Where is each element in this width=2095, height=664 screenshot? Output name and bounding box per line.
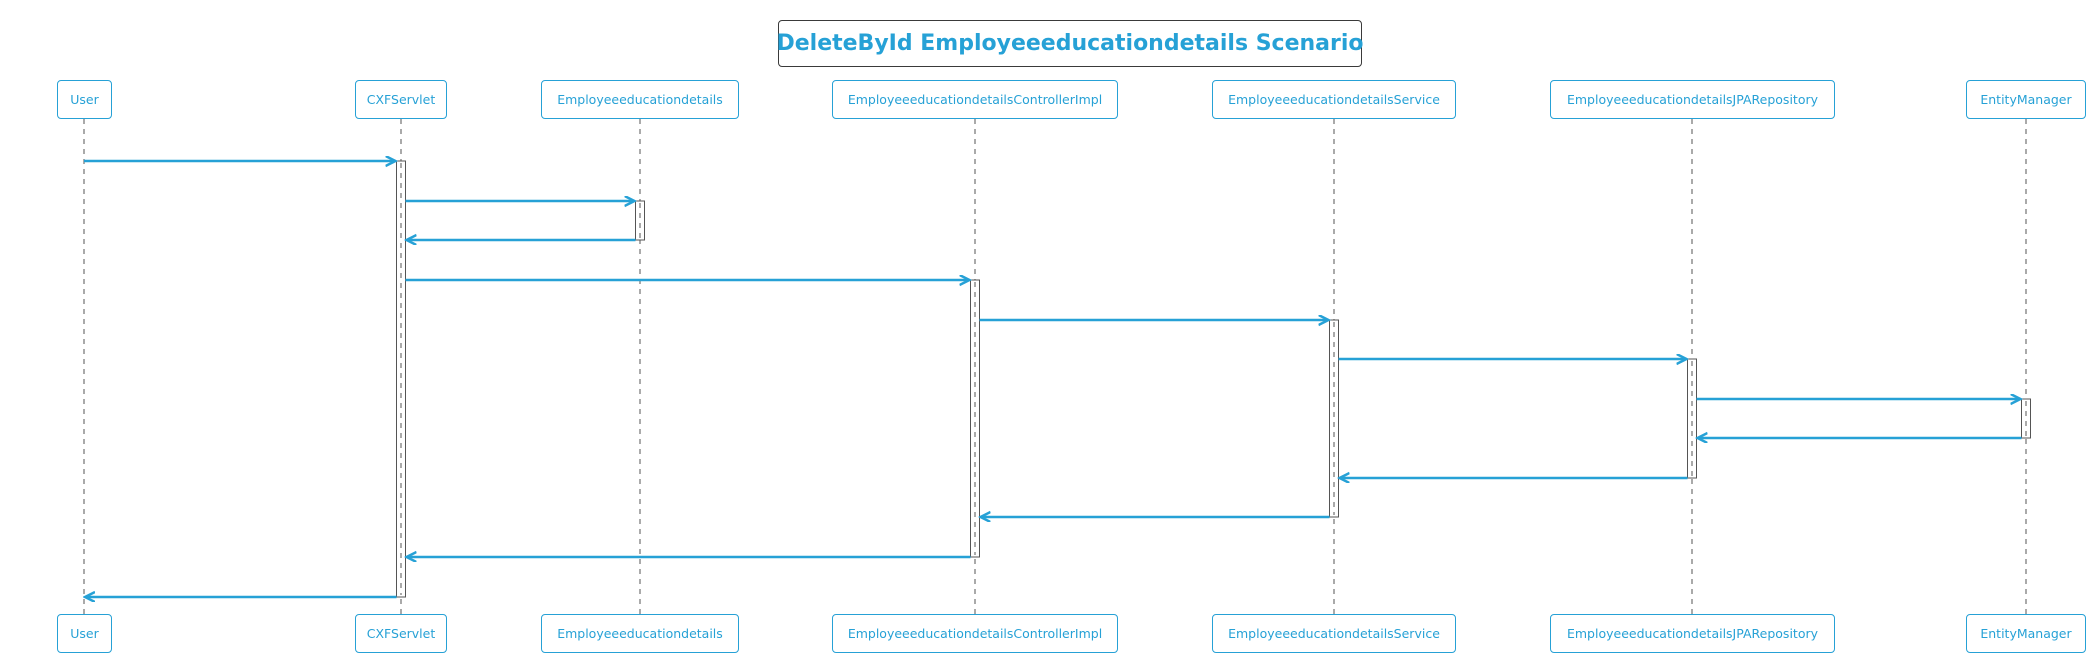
activation-bar-em	[2021, 398, 2031, 439]
participant-service-top: EmployeeeducationdetailsService	[1212, 80, 1456, 119]
participant-service-bottom: EmployeeeducationdetailsService	[1212, 614, 1456, 653]
participant-employeeeducationdetails-bottom: Employeeeducationdetails	[541, 614, 739, 653]
activation-bar-cxf	[396, 160, 406, 598]
participant-user-top: User	[57, 80, 112, 119]
diagram-title: DeleteById Employeeeducationdetails Scen…	[776, 31, 1364, 56]
participant-jparepository-bottom: EmployeeeducationdetailsJPARepository	[1550, 614, 1835, 653]
activation-bar-eed	[635, 200, 645, 241]
participant-jparepository-top: EmployeeeducationdetailsJPARepository	[1550, 80, 1835, 119]
activation-bar-svc	[1329, 319, 1339, 518]
participant-user-bottom: User	[57, 614, 112, 653]
participant-controllerimpl-top: EmployeeeducationdetailsControllerImpl	[832, 80, 1118, 119]
diagram-title-box: DeleteById Employeeeducationdetails Scen…	[776, 20, 1364, 67]
activation-bar-repo	[1687, 358, 1697, 479]
participant-employeeeducationdetails-top: Employeeeducationdetails	[541, 80, 739, 119]
participant-cxfservlet-top: CXFServlet	[355, 80, 447, 119]
participant-controllerimpl-bottom: EmployeeeducationdetailsControllerImpl	[832, 614, 1118, 653]
participant-cxfservlet-bottom: CXFServlet	[355, 614, 447, 653]
activation-bar-ctrl	[970, 279, 980, 558]
participant-entitymanager-top: EntityManager	[1966, 80, 2086, 119]
participant-entitymanager-bottom: EntityManager	[1966, 614, 2086, 653]
